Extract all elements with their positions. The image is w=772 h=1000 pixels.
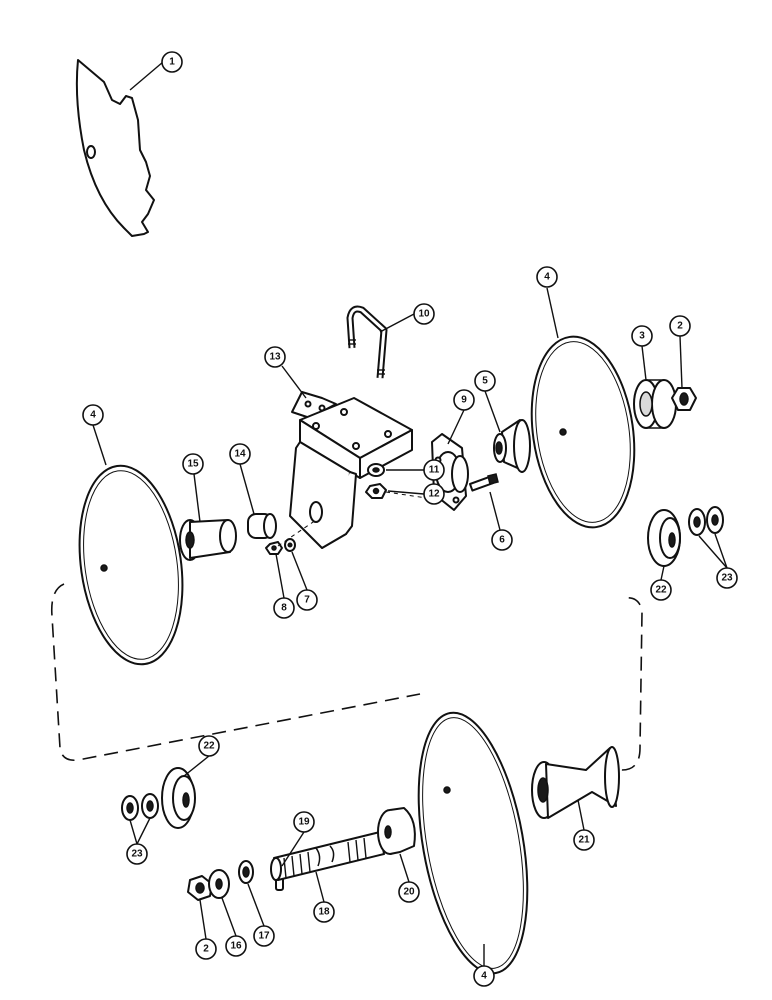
disc-blade-top-right <box>530 335 636 529</box>
callout-7: 7 <box>296 589 318 611</box>
svg-text:2: 2 <box>677 321 683 332</box>
svg-text:15: 15 <box>187 459 199 470</box>
svg-text:4: 4 <box>481 971 487 982</box>
mounting-bracket <box>289 391 413 549</box>
svg-text:8: 8 <box>281 603 287 614</box>
callout-23-lower: 23 <box>126 843 148 865</box>
spool-21 <box>531 746 620 819</box>
callout-8: 8 <box>273 597 295 619</box>
svg-text:9: 9 <box>461 395 467 406</box>
callout-11: 11 <box>423 459 445 481</box>
castle-nut-top <box>671 387 697 411</box>
hex-nut-12 <box>365 483 387 499</box>
callout-15: 15 <box>182 453 204 475</box>
callout-4-left: 4 <box>82 404 104 426</box>
spacer-cup-22-lower <box>161 767 196 829</box>
callout-22-upper: 22 <box>650 579 672 601</box>
callout-17: 17 <box>253 925 275 947</box>
hex-nut-8 <box>265 541 283 555</box>
cap-screw-6 <box>468 473 499 492</box>
callout-10: 10 <box>413 303 435 325</box>
callout-21: 21 <box>573 829 595 851</box>
svg-text:18: 18 <box>318 907 330 918</box>
svg-text:1: 1 <box>169 57 175 68</box>
spool-15 <box>179 519 237 561</box>
svg-text:10: 10 <box>418 309 430 320</box>
callout-20: 20 <box>398 881 420 903</box>
svg-text:17: 17 <box>258 931 270 942</box>
bushing-14 <box>247 513 277 539</box>
svg-text:5: 5 <box>482 376 488 387</box>
svg-text:4: 4 <box>90 410 96 421</box>
callout-14: 14 <box>229 443 251 465</box>
threaded-axle-18 <box>270 831 385 881</box>
svg-text:23: 23 <box>721 573 733 584</box>
washers-23-lower <box>121 793 159 821</box>
castle-nut-bottom <box>187 875 213 901</box>
assembly-outline <box>50 583 643 771</box>
callout-19: 19 <box>293 811 315 833</box>
callout-12: 12 <box>423 483 445 505</box>
callout-18: 18 <box>313 901 335 923</box>
callout-9: 9 <box>453 389 475 411</box>
svg-text:7: 7 <box>304 595 310 606</box>
svg-text:4: 4 <box>544 272 550 283</box>
washer-17 <box>238 860 254 884</box>
u-bolt <box>346 305 388 379</box>
svg-text:20: 20 <box>403 887 415 898</box>
lock-washer-7 <box>284 538 296 552</box>
svg-text:2: 2 <box>203 944 209 955</box>
notched-disc <box>75 59 155 237</box>
svg-text:11: 11 <box>429 465 440 476</box>
washer-16 <box>208 869 230 899</box>
callout-13: 13 <box>264 346 286 368</box>
callout-2-bottom: 2 <box>195 938 217 960</box>
svg-text:19: 19 <box>298 817 310 828</box>
disc-blade-left <box>78 464 184 666</box>
callout-3: 3 <box>631 325 653 347</box>
callout-5: 5 <box>474 370 496 392</box>
callout-16: 16 <box>225 935 247 957</box>
washer-11 <box>367 463 385 477</box>
spool-spacer <box>493 419 531 473</box>
bearing <box>633 379 677 429</box>
leader-lines <box>92 61 728 966</box>
svg-text:14: 14 <box>234 449 246 460</box>
svg-text:12: 12 <box>428 489 440 500</box>
svg-text:13: 13 <box>269 352 281 363</box>
callout-2-top: 2 <box>669 315 691 337</box>
callout-1: 1 <box>161 51 183 73</box>
svg-text:22: 22 <box>203 741 215 752</box>
callout-22-lower: 22 <box>198 735 220 757</box>
callout-4-bottom: 4 <box>473 965 495 987</box>
thick-washer-20 <box>377 807 416 855</box>
svg-text:6: 6 <box>499 535 505 546</box>
svg-text:21: 21 <box>578 835 590 846</box>
svg-text:3: 3 <box>639 331 645 342</box>
callout-4-top-right: 4 <box>536 266 558 288</box>
spacer-cup-22-upper <box>647 509 681 567</box>
svg-text:23: 23 <box>131 849 143 860</box>
disc-blade-bottom <box>417 711 529 975</box>
callout-23-upper: 23 <box>716 567 738 589</box>
svg-text:16: 16 <box>230 941 242 952</box>
svg-text:22: 22 <box>655 585 667 596</box>
callout-6: 6 <box>491 529 513 551</box>
washers-23-upper <box>688 506 724 536</box>
